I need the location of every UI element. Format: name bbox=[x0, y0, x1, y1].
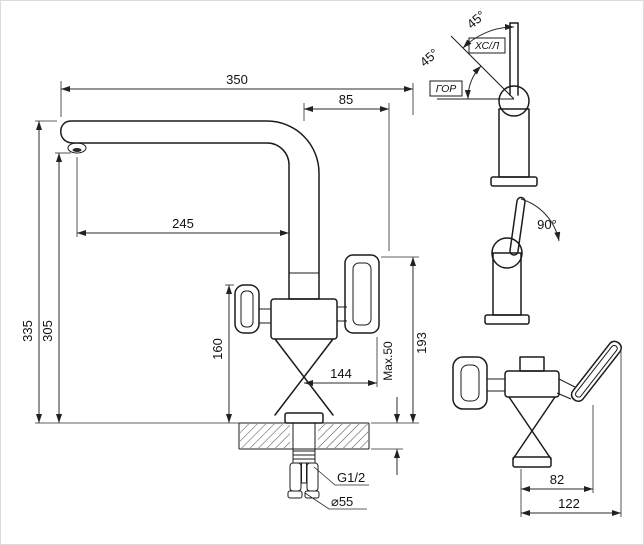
countertop bbox=[238, 422, 370, 450]
faucet-outline bbox=[60, 120, 380, 424]
swivel-joint bbox=[498, 85, 530, 117]
hole-diameter-label: ⌀55 bbox=[331, 494, 353, 509]
dim-82-label: 82 bbox=[550, 472, 564, 487]
cold-line-flag-label: ХС/Л bbox=[474, 40, 500, 52]
swivel-angle-top-label: 45° bbox=[464, 7, 489, 31]
base-flange bbox=[284, 412, 324, 424]
dim-160-label: 160 bbox=[210, 338, 225, 360]
front-left-loop-handle bbox=[452, 356, 505, 410]
main-view: 350 85 245 335 305 160 bbox=[20, 72, 429, 510]
dim-144-label: 144 bbox=[330, 366, 352, 381]
thread-size-label: G1/2 bbox=[337, 470, 365, 485]
dim-193-label: 193 bbox=[414, 332, 429, 354]
lever-handle bbox=[509, 196, 526, 256]
main-dimensions: 350 85 245 335 305 160 bbox=[20, 72, 429, 510]
front-right-lever bbox=[556, 340, 623, 403]
aerator-outlet bbox=[67, 142, 87, 154]
swivel-angle-left-label: 45° bbox=[417, 45, 442, 69]
front-dimensions: 82 122 bbox=[520, 349, 622, 517]
hot-line-flag-label: ГОР bbox=[436, 83, 457, 95]
dim-max50-label: Max.50 bbox=[381, 341, 395, 381]
dim-350-label: 350 bbox=[226, 72, 248, 87]
supply-hoses bbox=[287, 423, 320, 499]
front-base bbox=[512, 456, 552, 468]
swivel-base bbox=[490, 176, 538, 187]
left-handle bbox=[234, 284, 271, 334]
dim-305-label: 305 bbox=[40, 320, 55, 342]
front-spout-stub bbox=[519, 356, 545, 372]
right-loop-handle bbox=[337, 254, 380, 334]
swivel-view: 45° 45° ХС/Л ГОР bbox=[417, 7, 538, 187]
lever-angle-label: 90° bbox=[537, 217, 557, 232]
valve-body bbox=[270, 298, 338, 340]
lever-base bbox=[484, 314, 530, 325]
swivel-body bbox=[498, 108, 530, 178]
dim-335-label: 335 bbox=[20, 320, 35, 342]
lever-body bbox=[492, 252, 522, 316]
lever-view: 90° bbox=[484, 196, 561, 325]
dim-245-label: 245 bbox=[172, 216, 194, 231]
dim-122-label: 122 bbox=[558, 496, 580, 511]
lever-joint bbox=[491, 237, 523, 269]
front-view: 82 122 bbox=[452, 340, 623, 517]
hot-line-flag bbox=[429, 80, 463, 97]
cold-line-flag bbox=[468, 37, 506, 54]
front-valve-body bbox=[504, 370, 560, 398]
dim-85-label: 85 bbox=[339, 92, 353, 107]
